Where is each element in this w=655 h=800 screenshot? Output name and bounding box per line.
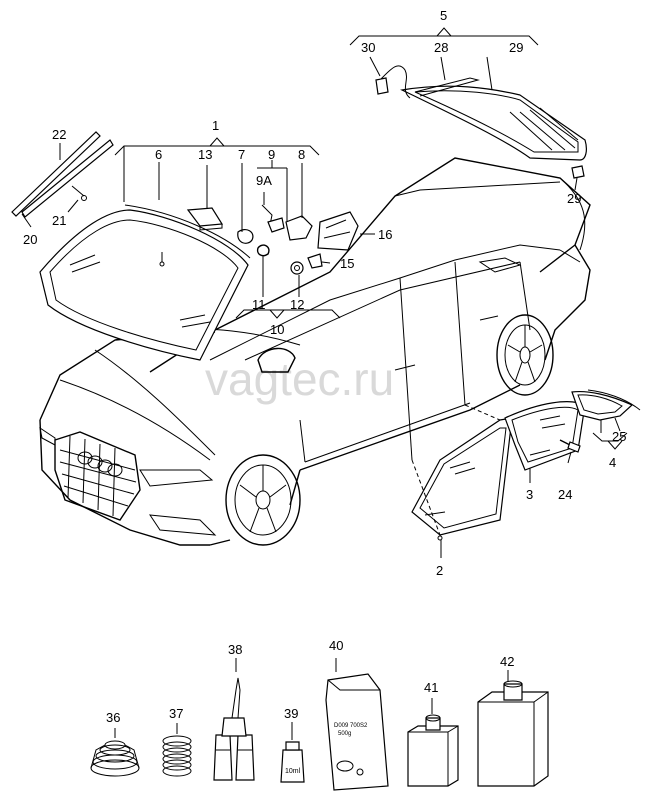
bag-label-line1: D009 700S2 (334, 723, 368, 729)
callout-10: 10 (270, 322, 284, 337)
callout-11: 11 (252, 297, 266, 312)
callout-2: 2 (436, 563, 443, 578)
coil-strip (162, 723, 192, 777)
callout-4: 4 (609, 455, 616, 470)
callout-36: 36 (106, 710, 120, 725)
double-cartridge (213, 658, 255, 781)
callout-9: 9 (268, 147, 275, 162)
callout-39: 39 (284, 706, 298, 721)
bag-label-line2: 500g (338, 731, 351, 737)
leader-lines (21, 27, 628, 558)
accessories: 10ml D009 700S2 500g (90, 658, 549, 791)
adhesive-bag: D009 700S2 500g (325, 658, 389, 791)
callout-numbers: 1 2 3 4 5 6 7 8 9 9A 10 11 12 13 15 16 2… (23, 8, 626, 725)
callout-24: 24 (558, 487, 572, 502)
callout-42: 42 (500, 654, 514, 669)
mirror-mount-parts (186, 204, 359, 275)
bottle-volume-label: 10ml (285, 768, 301, 775)
callout-3: 3 (526, 487, 533, 502)
small-bottle: 10ml (280, 722, 305, 783)
callout-1: 1 (212, 118, 219, 133)
callout-12: 12 (290, 297, 304, 312)
callout-20: 20 (23, 232, 37, 247)
callout-38: 38 (228, 642, 242, 657)
rear-door-window (504, 389, 641, 471)
callout-41: 41 (424, 680, 438, 695)
callout-37: 37 (169, 706, 183, 721)
cleaner-box (477, 670, 549, 787)
primer-box (407, 698, 459, 787)
sealing-roll (90, 728, 140, 777)
callout-13: 13 (198, 147, 212, 162)
callout-30: 30 (361, 40, 375, 55)
callout-25: 25 (612, 429, 626, 444)
windscreen (39, 204, 251, 361)
callout-9a: 9A (256, 173, 272, 188)
callout-22: 22 (52, 127, 66, 142)
callout-29-top: 29 (509, 40, 523, 55)
watermark-text: vagtec.ru (205, 353, 394, 405)
callout-15: 15 (340, 256, 354, 271)
front-door-window (411, 417, 513, 541)
callout-5: 5 (440, 8, 447, 23)
callout-7: 7 (238, 147, 245, 162)
callout-6: 6 (155, 147, 162, 162)
callout-29-bottom: 29 (567, 191, 581, 206)
callout-16: 16 (378, 227, 392, 242)
callout-40: 40 (329, 638, 343, 653)
callout-21: 21 (52, 213, 66, 228)
a-pillar-trim (11, 131, 114, 218)
rear-window (375, 65, 587, 179)
callout-8: 8 (298, 147, 305, 162)
callout-28: 28 (434, 40, 448, 55)
